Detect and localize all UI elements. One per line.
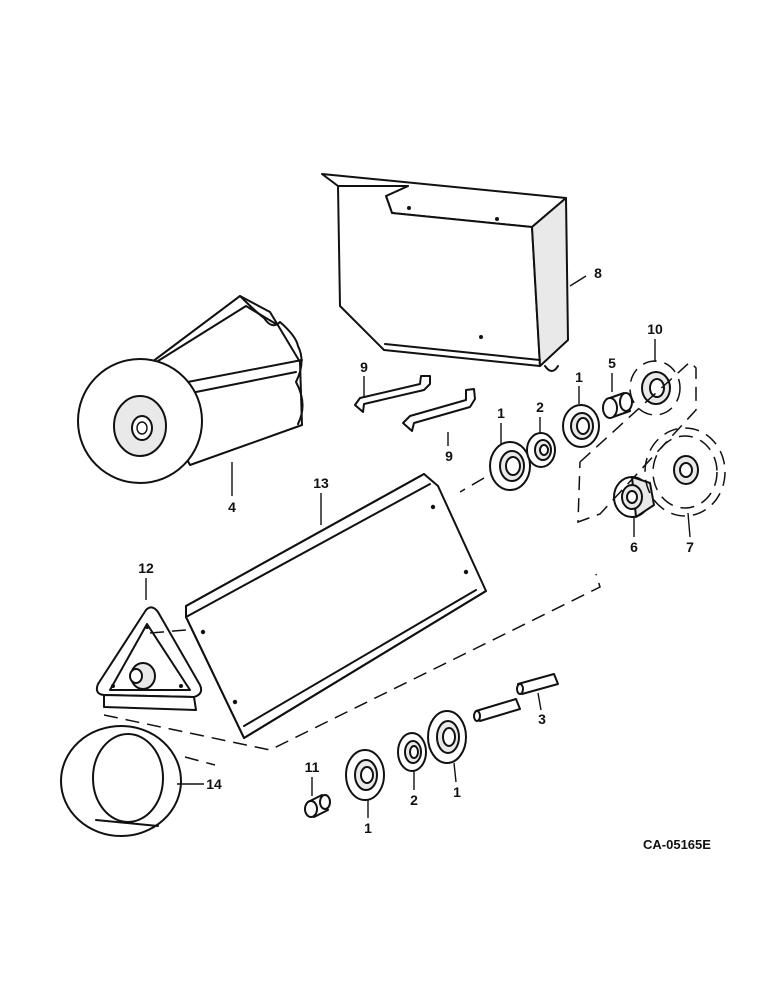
- part-5-bushing: [602, 392, 633, 419]
- part-9-bracket-lower: [402, 388, 476, 432]
- part-14-ring-plate: [60, 725, 182, 837]
- label-part-5: 5: [608, 355, 616, 371]
- leader-lines: [145, 275, 691, 818]
- label-part-1-upper-front: 1: [497, 405, 505, 421]
- label-part-11: 11: [305, 759, 320, 775]
- part-1-bearing-flange-upper-back: [562, 404, 600, 448]
- part-2-bearing-upper: [526, 432, 556, 468]
- part-2-bearing-lower: [397, 732, 427, 772]
- label-part-1-lower-right: 1: [453, 784, 461, 800]
- part-1-bearing-flange-lower-right: [427, 710, 467, 764]
- part-9-bracket-upper: [354, 375, 431, 413]
- part-13-trough: [185, 473, 487, 739]
- part-3-shaft: [473, 673, 559, 722]
- label-part-9-upper: 9: [360, 359, 368, 375]
- label-part-1-lower-left: 1: [364, 820, 372, 836]
- part-1-bearing-flange-upper-front: [489, 441, 531, 491]
- label-part-8: 8: [594, 265, 602, 281]
- drawing-code: CA-05165E: [643, 837, 711, 852]
- part-12-end-plate: [95, 606, 203, 711]
- label-part-10: 10: [647, 321, 663, 337]
- label-part-14: 14: [206, 776, 222, 792]
- part-11-bushing: [304, 794, 331, 818]
- label-part-12: 12: [138, 560, 154, 576]
- label-part-1-upper-back: 1: [575, 369, 583, 385]
- label-part-2-lower: 2: [410, 792, 418, 808]
- part-1-bearing-flange-lower-left: [345, 749, 385, 801]
- callout-labels: 4 8 9 9 1 2 1 5 10 6 7 13 12 14 3 1 2 1 …: [138, 265, 694, 836]
- label-part-13: 13: [313, 475, 329, 491]
- part-6-pulley: [613, 476, 655, 518]
- label-part-6: 6: [630, 539, 638, 555]
- part-8-shield: [321, 173, 569, 372]
- label-part-7: 7: [686, 539, 694, 555]
- label-part-4: 4: [228, 499, 236, 515]
- assembly-phantom-lines: [103, 360, 697, 766]
- label-part-9-lower: 9: [445, 448, 453, 464]
- part-10-sprocket-outline: [629, 360, 681, 416]
- label-part-2-upper: 2: [536, 399, 544, 415]
- label-part-3: 3: [538, 711, 546, 727]
- part-4-drum: [77, 295, 304, 484]
- part-7-sprocket-outline: [644, 427, 726, 517]
